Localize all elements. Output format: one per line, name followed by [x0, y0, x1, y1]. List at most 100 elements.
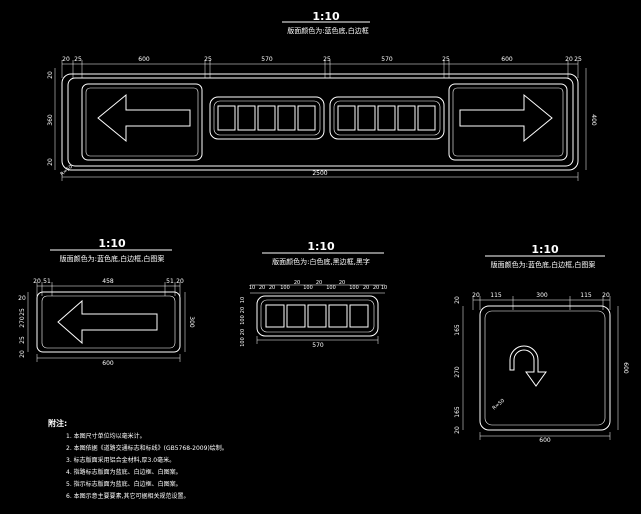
main-top-dim-2: 600: [138, 56, 150, 63]
left-top-dim-3: 51: [166, 278, 174, 285]
middle-top-dim-5: 100: [303, 285, 313, 291]
middle-bottom-dim: 570: [312, 342, 324, 349]
note-item: 2. 本图依据《道路交通标志和标线》(GB5768-2009)绘制。: [66, 444, 228, 452]
main-top-dim-3: 25: [204, 56, 212, 63]
right-left-dim-4: 20: [454, 426, 461, 434]
main-scale: 1:10: [312, 10, 340, 23]
note-item: 5. 指示标志版面为蓝底、白边框、白图案。: [66, 480, 182, 488]
main-top-dim-ticks: [61, 60, 579, 78]
right-left-dim-2: 270: [454, 366, 461, 378]
main-view: 1:10 版面颜色为:蓝色底,白边框 20 25 600 25 570 25 5…: [47, 10, 597, 181]
right-view: 1:10 版面颜色为:蓝色底,白边框,白图案 20 115 300 115 20…: [454, 243, 629, 444]
middle-top-dim-2: 20: [269, 285, 275, 291]
left-left-dim-2: 270: [19, 316, 26, 328]
main-text-panel-1: [209, 96, 325, 140]
right-left-dim-3: 165: [454, 406, 461, 418]
middle-left-dim-1: 20: [240, 307, 246, 313]
middle-left-dim-0: 10: [240, 297, 246, 303]
left-sign-outer: [36, 291, 181, 353]
main-right-arrow-panel: [448, 83, 568, 161]
right-radius-label: R=50: [491, 398, 506, 412]
main-sign-border: [67, 77, 574, 167]
left-left-dim-0: 20: [18, 295, 26, 302]
middle-top-dim-3: 100: [280, 285, 290, 291]
left-view: 1:10 版面颜色为:蓝色底,白边框,白图案 20 51 458 51 20 2…: [18, 237, 195, 367]
middle-top-dim-7: 100: [326, 285, 336, 291]
middle-top-dim-10: 20: [363, 285, 369, 291]
notes-heading: 附注:: [48, 418, 67, 428]
left-top-dim-1: 51: [43, 278, 51, 285]
main-top-dim-4: 570: [261, 56, 273, 63]
main-overall-dim: 2500: [312, 170, 327, 177]
main-text-panel-2-cells: [337, 105, 436, 131]
left-left-dim-4: 20: [19, 350, 26, 358]
main-left-arrow-panel: [81, 83, 203, 161]
main-color-note: 版面颜色为:蓝色底,白边框: [287, 26, 369, 35]
main-top-dim-1: 25: [74, 56, 82, 63]
main-left-arrow-icon: [97, 93, 191, 143]
note-item: 4. 指路标志版面为蓝底、白边框、白图案。: [66, 468, 182, 476]
middle-top-dim-4: 20: [294, 280, 300, 286]
middle-view: 1:10 版面颜色为:白色底,黑边框,黑字 10 20 20 100 20 10…: [240, 240, 387, 349]
left-arrow-icon: [57, 299, 158, 345]
left-left-dim-3: 25: [19, 336, 26, 344]
left-sign-border: [41, 295, 176, 349]
left-top-dim-0: 20: [33, 278, 41, 285]
notes-block: 附注: 1. 本图尺寸单位均以毫米计。 2. 本图依据《道路交通标志和标线》(G…: [48, 418, 228, 500]
main-right-arrow-icon: [459, 93, 553, 143]
middle-scale: 1:10: [307, 240, 335, 253]
main-sign-outer: [61, 73, 579, 171]
main-top-dim-8: 600: [501, 56, 513, 63]
main-text-panel-2: [329, 96, 445, 140]
main-left-dim-1: 360: [47, 114, 54, 126]
middle-top-dim-12: 10: [381, 285, 387, 291]
left-top-dim-4: 20: [176, 278, 184, 285]
main-right-dim: 400: [590, 114, 597, 126]
middle-top-dim-6: 20: [316, 280, 322, 286]
right-top-dim-0: 20: [472, 292, 480, 299]
right-scale: 1:10: [531, 243, 559, 256]
middle-top-dim-1: 20: [259, 285, 265, 291]
main-top-dim-5: 25: [323, 56, 331, 63]
main-top-dim-9: 20: [565, 56, 573, 63]
middle-sign-border: [260, 299, 375, 333]
main-top-dim-10: 25: [574, 56, 582, 63]
right-left-dim-1: 165: [454, 324, 461, 336]
right-bottom-dim: 600: [539, 437, 551, 444]
right-uturn-arrow-icon: [509, 345, 547, 387]
right-top-dim-3: 115: [580, 292, 592, 299]
right-left-dim-0: 20: [454, 296, 461, 304]
main-left-dim-2: 20: [47, 158, 54, 166]
left-scale: 1:10: [98, 237, 126, 250]
left-top-dim-2: 458: [102, 278, 114, 285]
middle-top-dim-0: 10: [249, 285, 255, 291]
right-color-note: 版面颜色为:蓝色底,白边框,白图案: [491, 260, 596, 269]
left-left-dim-1: 25: [19, 308, 26, 316]
middle-top-dim-11: 20: [373, 285, 379, 291]
main-top-dim-0: 20: [62, 56, 70, 63]
middle-top-dim-9: 100: [349, 285, 359, 291]
right-top-dim-2: 300: [536, 292, 548, 299]
middle-left-dim-3: 20: [240, 329, 246, 335]
left-right-dim: 300: [188, 316, 195, 328]
main-top-dim-7: 25: [442, 56, 450, 63]
right-top-dim-4: 20: [602, 292, 610, 299]
right-sign-outer: [479, 305, 611, 431]
main-left-dim-0: 20: [47, 71, 54, 79]
note-item: 1. 本图尺寸单位均以毫米计。: [66, 432, 146, 440]
middle-color-note: 版面颜色为:白色底,黑边框,黑字: [272, 257, 370, 266]
right-sign-border: [484, 310, 606, 426]
middle-left-dim-4: 100: [240, 337, 246, 347]
left-bottom-dim: 600: [102, 360, 114, 367]
note-item: 6. 本图示意主要要素,其它可据相关规范设置。: [66, 492, 190, 500]
right-top-dim-1: 115: [490, 292, 502, 299]
middle-left-dim-2: 100: [240, 315, 246, 325]
main-text-panel-1-cells: [217, 105, 316, 131]
note-item: 3. 标志版面采用铝合金材料,厚3.0毫米。: [66, 456, 175, 464]
main-top-dim-6: 570: [381, 56, 393, 63]
left-color-note: 版面颜色为:蓝色底,白边框,白图案: [60, 254, 165, 263]
middle-sign-outer: [256, 295, 379, 337]
middle-sign-cells: [265, 304, 369, 328]
right-right-dim: 600: [622, 362, 629, 374]
